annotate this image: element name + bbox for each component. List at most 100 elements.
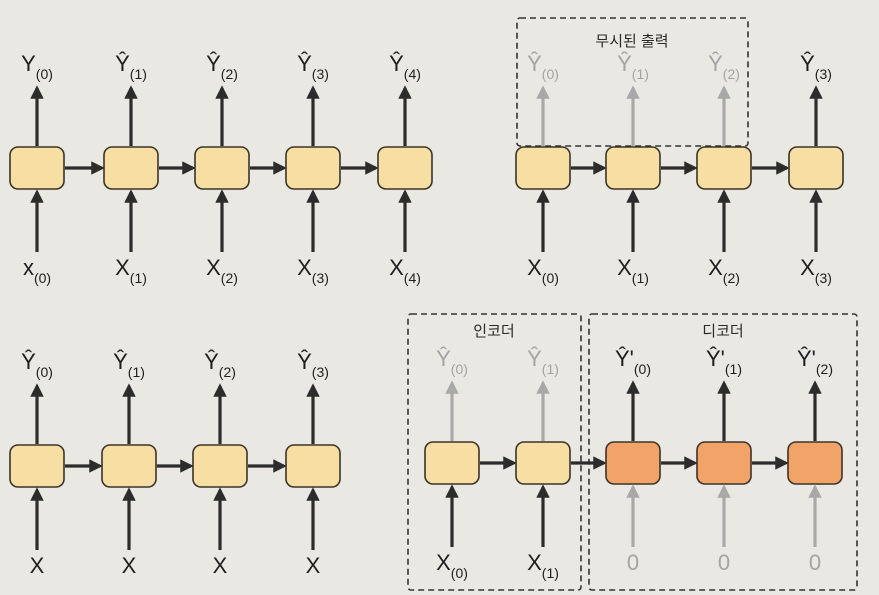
p0-step-3-output-label: Ŷ(3) xyxy=(297,51,329,82)
p0-step-2-output-label-symbol: Ŷ xyxy=(206,51,221,76)
p2-step-0-cell xyxy=(9,444,65,488)
encoder-box xyxy=(407,313,582,591)
decoder-step-2-output-label: Ŷ'(2) xyxy=(797,346,833,377)
p2-step-0-output-label-symbol: Ŷ xyxy=(21,349,36,374)
p1-step-0-cell xyxy=(515,146,571,190)
encoder-step-1-input-label: X(1) xyxy=(527,550,559,581)
p1-step-3-input-label-subscript: (3) xyxy=(815,270,832,286)
p1-step-3-cell xyxy=(788,146,844,190)
p0-step-1-input-label: X(1) xyxy=(115,255,147,286)
decoder-step-2-output-label-subscript: (2) xyxy=(816,361,833,377)
p1-step-1-input-label-symbol: X xyxy=(617,255,632,280)
decoder-step-1-cell xyxy=(696,441,752,485)
p1-step-2-output-label-symbol: Ŷ xyxy=(708,51,723,76)
decoder-label: 디코더 xyxy=(702,323,743,340)
p2-step-1-input-label-symbol: X xyxy=(122,553,137,578)
p2-step-1-output-label-subscript: (1) xyxy=(128,364,145,380)
p0-step-3-input-label: X(3) xyxy=(297,255,329,286)
encoder-step-1-output-label-symbol: Ŷ xyxy=(527,346,542,371)
p0-step-0-input-label: x(0) xyxy=(23,255,51,286)
p2-step-2-output-label: Ŷ(2) xyxy=(204,349,236,380)
p0-step-3-cell xyxy=(285,146,341,190)
decoder-step-2-input-label: 0 xyxy=(809,550,821,575)
p0-step-1-output-label-subscript: (1) xyxy=(130,66,147,82)
p2-step-0-input-label-symbol: X xyxy=(30,553,45,578)
p1-step-3-output-label-subscript: (3) xyxy=(815,66,832,82)
p2-step-2-cell xyxy=(192,444,248,488)
decoder-step-1-output-label: Ŷ'(1) xyxy=(706,346,742,377)
p0-step-1-input-label-subscript: (1) xyxy=(130,270,147,286)
decoder-step-0-input-label-symbol: 0 xyxy=(627,550,639,575)
decoder-step-0-output-label-symbol: Ŷ' xyxy=(615,346,634,371)
decoder-box xyxy=(588,313,858,591)
decoder-step-2-input-label-symbol: 0 xyxy=(809,550,821,575)
p0-step-1-cell xyxy=(103,146,159,190)
p0-step-0-output-label-subscript: (0) xyxy=(36,66,53,82)
p2-step-3-input-label-symbol: X xyxy=(306,553,321,578)
p2-step-1-output-label: Ŷ(1) xyxy=(113,349,145,380)
decoder-step-0-cell xyxy=(605,441,661,485)
decoder-step-0-output-label-subscript: (0) xyxy=(634,361,651,377)
p1-step-1-output-label-subscript: (1) xyxy=(632,66,649,82)
p1-step-1-input-label: X(1) xyxy=(617,255,649,286)
p0-step-2-output-label: Ŷ(2) xyxy=(206,51,238,82)
encoder-step-1-input-label-subscript: (1) xyxy=(542,565,559,581)
decoder-step-0-input-label: 0 xyxy=(627,550,639,575)
p0-step-2-cell xyxy=(194,146,250,190)
p0-step-2-output-label-subscript: (2) xyxy=(221,66,238,82)
p2-step-1-output-label-symbol: Ŷ xyxy=(113,349,128,374)
ignored-outputs-box xyxy=(516,17,749,147)
p1-step-2-input-label: X(2) xyxy=(708,255,740,286)
p1-step-2-output-label: Ŷ(2) xyxy=(708,51,740,82)
decoder-step-1-output-label-symbol: Ŷ' xyxy=(706,346,725,371)
p1-step-0-output-label-symbol: Ŷ xyxy=(527,51,542,76)
p2-step-3-output-label: Ŷ(3) xyxy=(297,349,329,380)
p2-step-2-output-label-subscript: (2) xyxy=(219,364,236,380)
encoder-step-0-output-label-subscript: (0) xyxy=(451,361,468,377)
p2-step-0-output-label-subscript: (0) xyxy=(36,364,53,380)
encoder-step-0-input-label-subscript: (0) xyxy=(451,565,468,581)
encoder-step-1-output-label-subscript: (1) xyxy=(542,361,559,377)
p0-step-0-output-label-symbol: Y xyxy=(21,51,36,76)
p0-step-3-output-label-symbol: Ŷ xyxy=(297,51,312,76)
p2-step-1-input-label: X xyxy=(122,553,137,578)
p1-step-3-input-label-symbol: X xyxy=(800,255,815,280)
p0-step-1-input-label-symbol: X xyxy=(115,255,130,280)
decoder-step-2-output-label-symbol: Ŷ' xyxy=(797,346,816,371)
p0-step-0-output-label: Y(0) xyxy=(21,51,53,82)
p0-step-4-output-label-symbol: Ŷ xyxy=(389,51,404,76)
p0-step-4-output-label: Ŷ(4) xyxy=(389,51,421,82)
p1-step-3-output-label: Ŷ(3) xyxy=(800,51,832,82)
decoder-step-0-output-label: Ŷ'(0) xyxy=(615,346,651,377)
p1-step-3-output-label-symbol: Ŷ xyxy=(800,51,815,76)
encoder-step-0-output-label-symbol: Ŷ xyxy=(436,346,451,371)
p0-step-2-input-label-subscript: (2) xyxy=(221,270,238,286)
p2-step-1-cell xyxy=(101,444,157,488)
diagram-layer: Y(0)x(0)Ŷ(1)X(1)Ŷ(2)X(2)Ŷ(3)X(3)Ŷ(4)X(4)… xyxy=(9,51,844,581)
p2-step-2-input-label-symbol: X xyxy=(213,553,228,578)
decoder-step-1-input-label-symbol: 0 xyxy=(718,550,730,575)
decoder-step-1-input-label: 0 xyxy=(718,550,730,575)
p0-step-4-cell xyxy=(377,146,433,190)
p2-step-2-output-label-symbol: Ŷ xyxy=(204,349,219,374)
encoder-step-0-cell xyxy=(424,441,480,485)
p2-step-0-input-label: X xyxy=(30,553,45,578)
p1-step-3-input-label: X(3) xyxy=(800,255,832,286)
ignored-outputs-label: 무시된 출력 xyxy=(595,33,668,50)
p0-step-1-output-label-symbol: Ŷ xyxy=(115,51,130,76)
p1-step-0-input-label-subscript: (0) xyxy=(542,270,559,286)
p1-step-1-cell xyxy=(605,146,661,190)
p0-step-4-input-label-subscript: (4) xyxy=(404,270,421,286)
p0-step-0-cell xyxy=(9,146,65,190)
p2-step-0-output-label: Ŷ(0) xyxy=(21,349,53,380)
p1-step-1-input-label-subscript: (1) xyxy=(632,270,649,286)
p2-step-3-output-label-symbol: Ŷ xyxy=(297,349,312,374)
p0-step-1-output-label: Ŷ(1) xyxy=(115,51,147,82)
p0-step-3-input-label-symbol: X xyxy=(297,255,312,280)
p1-step-1-output-label: Ŷ(1) xyxy=(617,51,649,82)
p1-step-0-output-label-subscript: (0) xyxy=(542,66,559,82)
p2-step-3-output-label-subscript: (3) xyxy=(312,364,329,380)
encoder-step-0-input-label-symbol: X xyxy=(436,550,451,575)
encoder-step-1-input-label-symbol: X xyxy=(527,550,542,575)
